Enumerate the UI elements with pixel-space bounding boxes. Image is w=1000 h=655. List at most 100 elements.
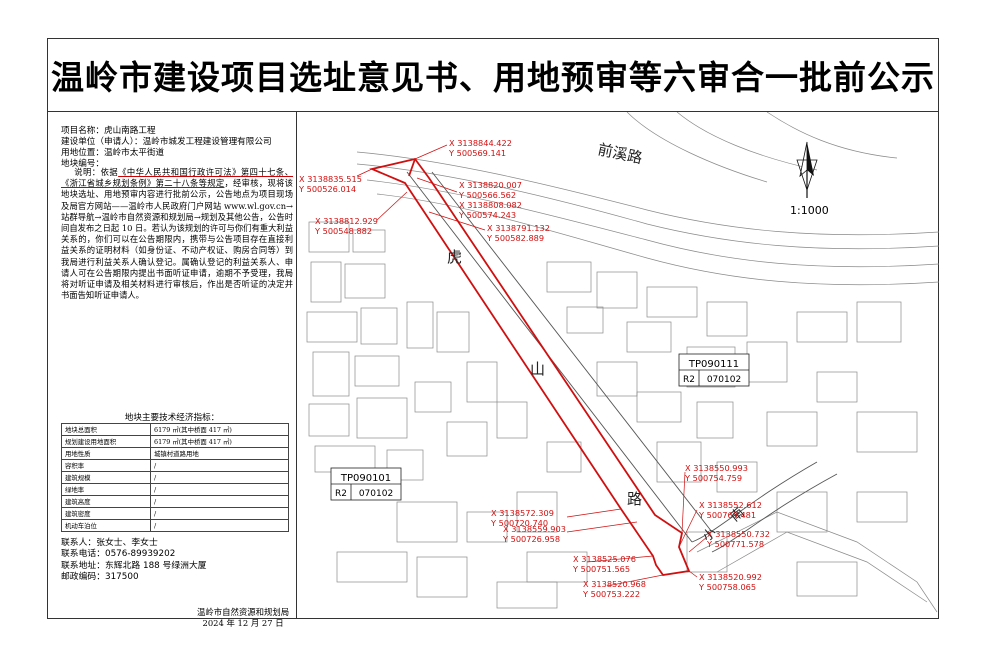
notice-body: ，经审核，现将该地块选址、用地预审内容进行批前公示，公告地点为项目现场及局官方网… <box>61 178 293 301</box>
law-zhejiang-planning: 条、《浙江省城乡规划条例》 <box>61 167 293 189</box>
coord-14-x: X 3138520.992 <box>699 572 762 582</box>
notice-frame <box>47 38 939 619</box>
coord-8-x: X 3138552.612 <box>699 500 762 510</box>
road-label-qianxi: 前溪路 <box>596 140 644 167</box>
coord-10-x: X 3138559.903 <box>503 524 566 534</box>
north-arrow-icon <box>796 141 818 198</box>
tech-table-row: 建筑密度/ <box>61 507 289 520</box>
tech-value: / <box>150 471 289 484</box>
coord-3-x: X 3138820.007 <box>459 180 522 190</box>
notice-prefix: 说明：依据 <box>74 167 119 177</box>
coord-3-y: Y 500566.562 <box>458 190 516 200</box>
coord-13-x: X 3138520.968 <box>583 579 646 589</box>
tech-value: / <box>150 507 289 520</box>
tech-value: / <box>150 459 289 472</box>
coord-8-y: Y 500769.481 <box>698 510 756 520</box>
parcel-num: 070102 <box>359 489 393 499</box>
coord-7-x: X 3138550.993 <box>685 463 748 473</box>
contact-address: 联系地址：东辉北路 188 号绿洲大厦 <box>61 560 207 571</box>
coord-9-x: X 3138572.309 <box>491 508 554 518</box>
coordinate-leaders <box>356 144 708 587</box>
road-label-shan: 山 <box>530 360 545 378</box>
coord-12-y: Y 500751.565 <box>572 564 630 574</box>
tech-value: / <box>150 495 289 508</box>
road-label-hu: 虎 <box>447 248 462 266</box>
law-admin-permit: 《中华人民共和国行政许可法》 <box>118 167 241 177</box>
sign-date: 2024 年 12 月 27 日 <box>202 618 284 628</box>
tech-value: 6179 ㎡(其中桥面 417 ㎡) <box>150 423 289 436</box>
tech-key: 用地性质 <box>61 447 151 460</box>
coord-11-y: Y 500771.578 <box>706 539 764 549</box>
coord-4-x: X 3138808.082 <box>459 200 522 210</box>
parcel-code: TP090111 <box>688 359 739 370</box>
parcel-num: 070102 <box>707 375 741 385</box>
parcel-type: R2 <box>335 489 347 499</box>
info-panel: 项目名称：虎山南路工程 建设单位（申请人）：温岭市城发工程建设管理有限公司 用地… <box>47 112 297 628</box>
project-name: 项目名称：虎山南路工程 <box>61 126 156 136</box>
tech-value: 6179 ㎡(其中桥面 417 ㎡) <box>150 435 289 448</box>
coord-2-y: Y 500526.014 <box>298 184 356 194</box>
tech-value: 城镇村道路用地 <box>150 447 289 460</box>
tech-table-row: 建筑规模/ <box>61 471 289 484</box>
coord-2-x: X 3138835.515 <box>299 174 362 184</box>
parcel-label-tp090111: TP090111 R2 070102 <box>678 353 750 387</box>
parcel-code: TP090101 <box>340 473 391 484</box>
project-meta: 项目名称：虎山南路工程 建设单位（申请人）：温岭市城发工程建设管理有限公司 用地… <box>61 126 272 170</box>
coord-13-y: Y 500753.222 <box>582 589 640 599</box>
coord-9-y: Y 500720.740 <box>490 518 548 528</box>
title-bar: 温岭市建设项目选址意见书、用地预审等六审合一批前公示 <box>47 38 939 112</box>
contact-postcode: 邮政编码：317500 <box>61 572 139 583</box>
coordinate-labels: X 3138844.422 Y 500569.141 X 3138835.515… <box>298 138 770 599</box>
tech-table-title: 地块主要技术经济指标： <box>124 413 220 423</box>
site-map: 1:1000 前溪路 虎 山 路 小 南 TP090111 R2 070102 … <box>297 112 939 619</box>
contact-person: 联系人：张女士、李女士 <box>61 538 158 548</box>
project-applicant: 建设单位（申请人）：温岭市城发工程建设管理有限公司 <box>61 137 272 147</box>
law-admin-permit-article: 第四十七 <box>240 167 276 177</box>
tech-table-row: 绿地率/ <box>61 483 289 496</box>
law-zhejiang-article: 第二十八条等规定 <box>155 178 225 189</box>
tech-key: 规划建设用地面积 <box>61 435 151 448</box>
site-map-drawing: 1:1000 前溪路 虎 山 路 小 南 TP090111 R2 070102 … <box>298 112 939 613</box>
tech-key: 绿地率 <box>61 483 151 496</box>
coord-7-y: Y 500754.759 <box>684 473 742 483</box>
signature-block: 温岭市自然资源和规划局 2024 年 12 月 27 日 <box>197 607 289 629</box>
contact-block: 联系人：张女士、李女士 联系电话：0576-89939202 联系地址：东辉北路… <box>61 538 207 584</box>
map-scale: 1:1000 <box>790 204 829 217</box>
tech-table-row: 建筑高度/ <box>61 495 289 508</box>
tech-value: / <box>150 519 289 532</box>
coord-5-y: Y 500548.882 <box>314 226 372 236</box>
tech-table-row: 容积率/ <box>61 459 289 472</box>
coord-6-x: X 3138791.132 <box>487 223 550 233</box>
page-title: 温岭市建设项目选址意见书、用地预审等六审合一批前公示 <box>51 57 935 97</box>
notice-text: 说明：依据《中华人民共和国行政许可法》第四十七条、《浙江省城乡规划条例》第二十八… <box>61 167 293 301</box>
tech-key: 地块总面积 <box>61 423 151 436</box>
coord-11-x: X 3138550.732 <box>707 529 770 539</box>
tech-table-row: 机动车泊位/ <box>61 519 289 532</box>
coord-14-y: Y 500758.065 <box>698 582 756 592</box>
tech-value: / <box>150 483 289 496</box>
parcel-label-tp090101: TP090101 R2 070102 <box>330 467 402 501</box>
road-label-lu: 路 <box>627 490 642 508</box>
tech-key: 建筑密度 <box>61 507 151 520</box>
survey-linework <box>306 112 939 613</box>
tech-key: 建筑规模 <box>61 471 151 484</box>
coord-6-y: Y 500582.889 <box>486 233 544 243</box>
project-parcel: 地块编号： <box>61 159 104 169</box>
sign-org: 温岭市自然资源和规划局 <box>197 607 290 617</box>
tech-key: 机动车泊位 <box>61 519 151 532</box>
parcel-type: R2 <box>683 375 695 385</box>
coord-5-x: X 3138812.929 <box>315 216 378 226</box>
project-location: 用地位置：温岭市太平街道 <box>61 148 165 158</box>
coord-12-x: X 3138525.076 <box>573 554 636 564</box>
tech-key: 容积率 <box>61 459 151 472</box>
coord-4-y: Y 500574.243 <box>458 210 516 220</box>
tech-key: 建筑高度 <box>61 495 151 508</box>
coord-1-x: X 3138844.422 <box>449 138 512 148</box>
tech-table-row: 用地性质城镇村道路用地 <box>61 447 289 460</box>
coord-10-y: Y 500726.958 <box>502 534 560 544</box>
contact-phone: 联系电话：0576-89939202 <box>61 549 176 560</box>
coord-1-y: Y 500569.141 <box>448 148 506 158</box>
